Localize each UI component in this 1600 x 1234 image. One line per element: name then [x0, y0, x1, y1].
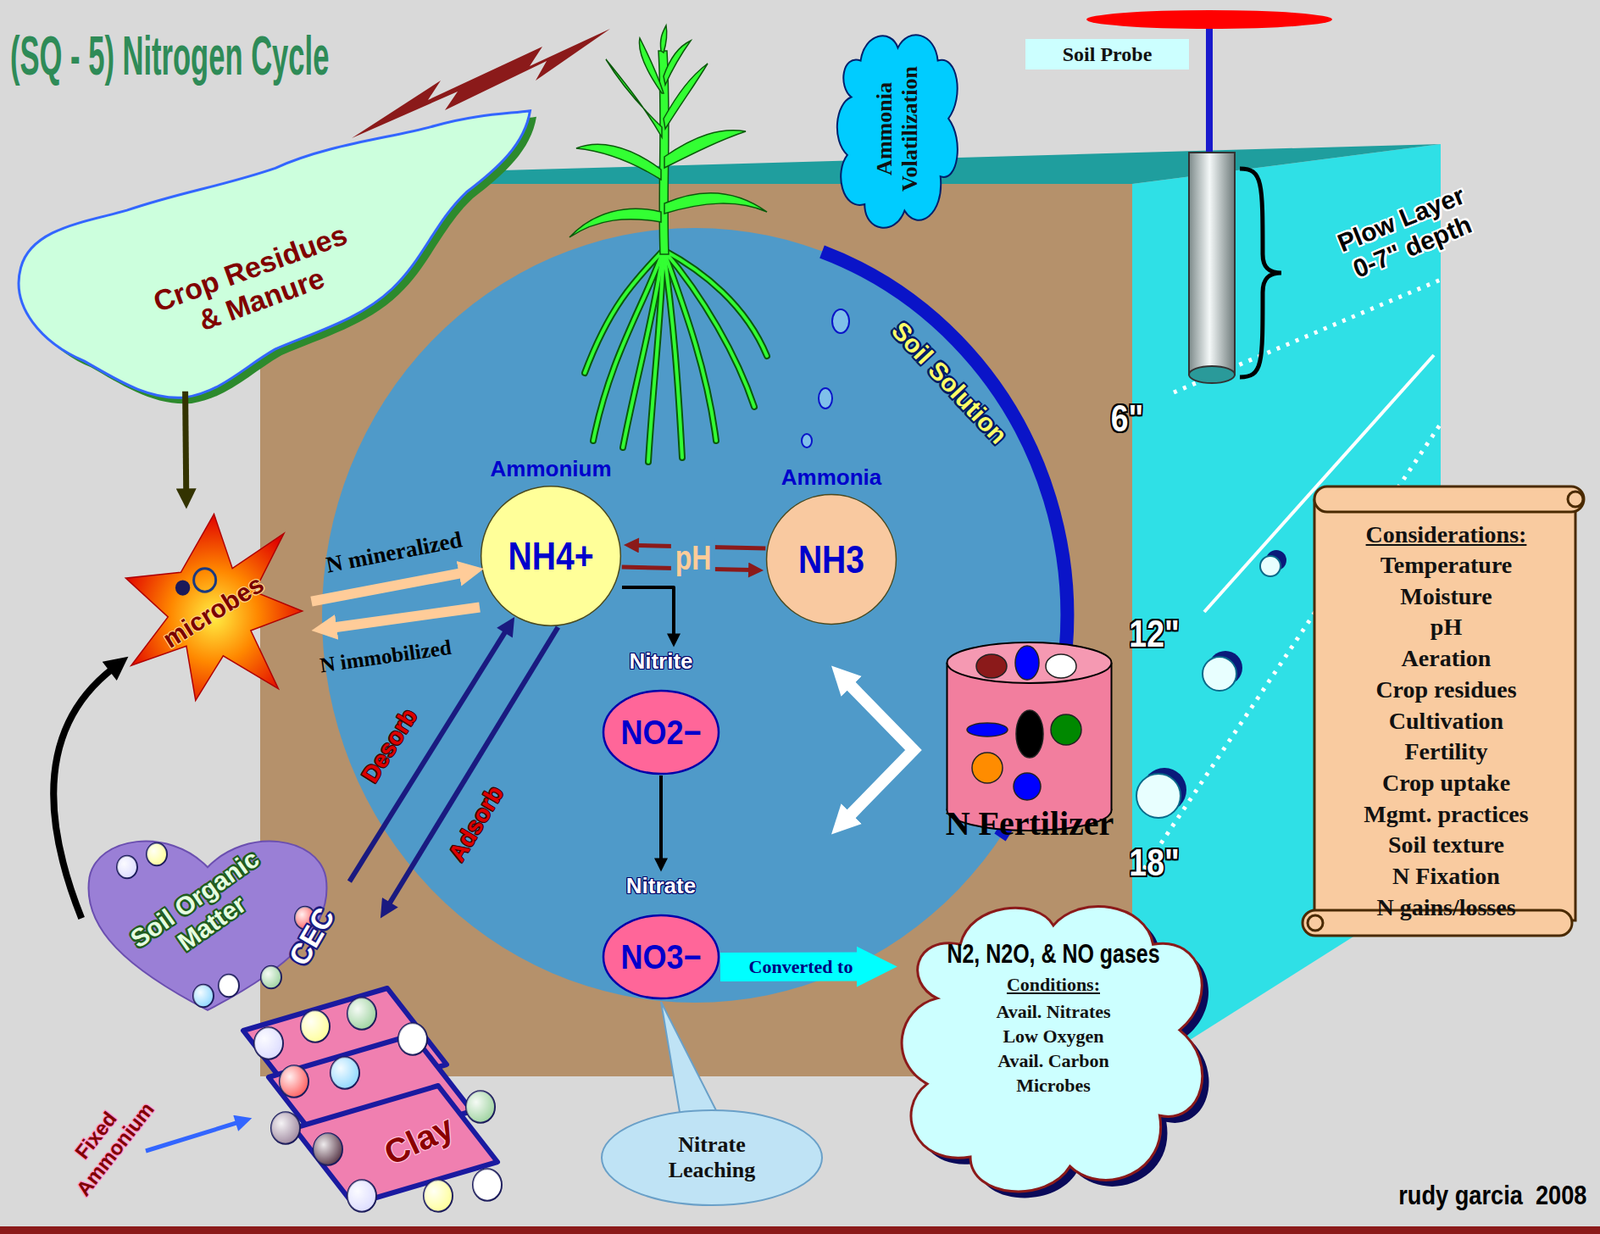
fixed-ammonium-label: Fixed Ammonium	[52, 1084, 158, 1200]
plant-shoot	[663, 40, 691, 85]
solution-bubbles	[818, 388, 833, 409]
ammonium-circle: AmmoniumNH4+	[479, 484, 623, 628]
node-text: Mgmt. practices	[1295, 799, 1597, 831]
considerations-scroll: Considerations:TemperatureMoisturepHAera…	[1295, 479, 1597, 945]
soil-probe	[1205, 28, 1213, 155]
node-label: Soil Probe	[1025, 38, 1189, 70]
plant-shoot	[576, 144, 662, 180]
organic-matter-heart: Soil Organic Matter	[76, 816, 339, 1021]
plow-layer-label: Plow Layer 0-7" depth	[1321, 175, 1493, 290]
volatilization-cloud: Ammonia Volatilization	[831, 22, 965, 237]
plant-shoot	[664, 130, 746, 168]
node-label: N Fertilizer	[945, 804, 1115, 844]
depth-label: 18"	[1128, 841, 1179, 885]
gas-cloud: N2, N2O, & NO gasesConditions:Avail. Nit…	[887, 887, 1220, 1205]
node-label: Ammonium	[490, 456, 612, 483]
node-text: pH	[1295, 611, 1597, 644]
leaching-bubble: Nitrate Leaching	[600, 1108, 824, 1207]
diagram-title: (SQ - 5) Nitrogen Cycle	[10, 25, 329, 89]
node-text: NH4+	[507, 533, 594, 579]
node-text: NO3−	[620, 937, 701, 977]
node-label: Ammonia	[781, 465, 882, 491]
plant-shoot	[569, 25, 767, 255]
edge-label: pH	[671, 538, 716, 578]
node-text: Low Oxygen	[887, 1023, 1220, 1049]
water-bubbles	[1136, 773, 1181, 818]
soil-block	[260, 144, 1441, 1077]
node-text: NH3	[798, 537, 865, 583]
plow-layer-brace	[1239, 168, 1282, 378]
microbes-burst: microbes	[122, 510, 306, 705]
node-text: N gains/losses	[1295, 892, 1597, 924]
water-bubbles	[1202, 656, 1237, 691]
node-text: Conditions:	[887, 970, 1220, 1000]
plant-shoot	[638, 38, 664, 94]
solution-bubbles	[801, 433, 812, 448]
plant-shoot	[660, 25, 667, 53]
flow-arrow	[720, 952, 865, 982]
ammonia-circle: AmmoniaNH3	[765, 493, 898, 626]
water-bubbles	[1260, 555, 1281, 577]
nitrite-ellipse: NitriteNO2−	[601, 648, 721, 776]
plant-shoot	[664, 193, 767, 214]
node-text: Crop residues	[1295, 674, 1597, 706]
soil-probe	[1086, 10, 1333, 29]
node-text: Temperature	[1295, 550, 1597, 582]
solution-bubbles	[832, 309, 850, 334]
node-text: N Fixation	[1295, 861, 1597, 893]
fixed-ammonium-arrow	[145, 1122, 239, 1151]
node-label: Considerations:	[1295, 518, 1597, 550]
water-bubbles	[1136, 550, 1287, 818]
node-label: Nitrite	[628, 649, 693, 675]
soil-probe	[1188, 366, 1235, 384]
node-text: NO2−	[620, 712, 701, 752]
node-text: Avail. Carbon	[887, 1048, 1220, 1073]
probe-label-box: Soil Probe	[1025, 38, 1189, 70]
bottom-bar	[0, 1226, 1600, 1234]
node-text: Fertility	[1295, 736, 1597, 768]
node-text: Microbes	[887, 1072, 1220, 1098]
clay-plates	[234, 979, 511, 1220]
edge-label: Converted to	[745, 955, 857, 978]
node-label: Ammonia Volatilization	[872, 35, 923, 223]
nitrate-ellipse: NitrateNO3−	[601, 872, 721, 1000]
node-text: Moisture	[1295, 581, 1597, 613]
fertilizer-cylinder: N Fertilizer	[923, 640, 1132, 857]
flow-arrow	[185, 391, 187, 493]
author-credit: rudy garcia 2008	[1398, 1179, 1587, 1212]
node-text: Avail. Nitrates	[887, 999, 1220, 1024]
node-text: Cultivation	[1295, 705, 1597, 738]
clay-plates: Clay	[234, 979, 511, 1220]
depth-label: 6"	[1111, 397, 1145, 441]
soil-probe	[1188, 152, 1235, 375]
node-label: N2, N2O, & NO gases	[923, 936, 1184, 971]
node-label: Nitrate	[626, 873, 696, 900]
node-label: Nitrate Leaching	[639, 1132, 784, 1184]
node-text: Aeration	[1295, 643, 1597, 675]
node-text: Soil texture	[1295, 829, 1597, 862]
flow-arrow	[659, 775, 663, 862]
node-text: Crop uptake	[1295, 767, 1597, 800]
depth-label: 12"	[1128, 612, 1179, 656]
